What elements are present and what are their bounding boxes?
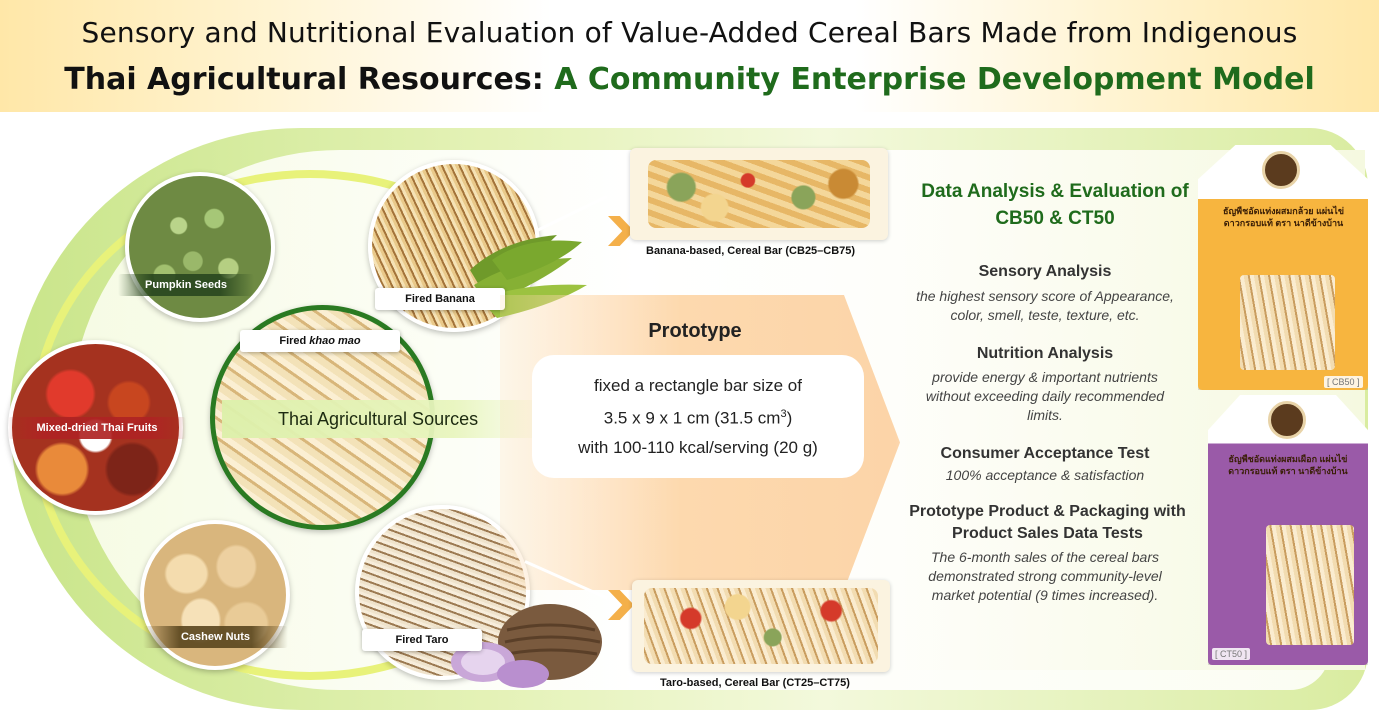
evaluation-heading-line1: Data Analysis & Evaluation of	[921, 181, 1189, 202]
title-black-part: Thai Agricultural Resources:	[64, 62, 555, 97]
banana-bar-caption: Banana-based, Cereal Bar (CB25–CB75)	[646, 245, 856, 257]
consumer-acceptance-desc: 100% acceptance & satisfaction	[945, 467, 1145, 483]
sales-test-desc: The 6-month sales of the cereal bars dem…	[890, 548, 1200, 605]
brand-logo-icon	[1262, 151, 1300, 189]
cashew-nuts-label: Cashew Nuts	[143, 626, 288, 648]
poster-title-line1: Sensory and Nutritional Evaluation of Va…	[81, 16, 1298, 49]
nutrition-analysis-title: Nutrition Analysis	[976, 345, 1114, 362]
brand-logo-icon	[1268, 401, 1306, 439]
sales-desc-line2: demonstrated strong community-level	[928, 568, 1162, 584]
sales-title-line1: Prototype Product & Packaging with	[909, 503, 1186, 520]
fired-banana-label: Fired Banana	[375, 288, 505, 310]
cb50-package-thai-text: ธัญพืชอัดแท่งผสมกล้วย แผ่นไข่ดาวกรอบแท้ …	[1223, 206, 1344, 228]
sensory-analysis-title: Sensory Analysis	[978, 263, 1112, 280]
prototype-line3: with 100-110 kcal/serving (20 g)	[578, 437, 818, 457]
banana-bar-texture	[648, 160, 870, 228]
sensory-analysis-desc: the highest sensory score of Appearance,…	[890, 287, 1200, 325]
fired-taro-label: Fired Taro	[362, 629, 482, 651]
cb50-tag: [ CB50 ]	[1324, 376, 1363, 388]
prototype-spec-box: fixed a rectangle bar size of 3.5 x 9 x …	[532, 355, 864, 478]
prototype-line2-close: )	[786, 408, 793, 428]
evaluation-heading-line2: CB50 & CT50	[995, 208, 1115, 229]
ct50-package-window	[1266, 525, 1354, 645]
khao-mao-label: Fired khao mao	[240, 330, 400, 352]
taro-bar-texture	[644, 588, 878, 664]
prototype-line1: fixed a rectangle bar size of	[594, 376, 802, 395]
sales-test-title: Prototype Product & Packaging with Produ…	[885, 501, 1210, 545]
ct50-package-image: ธัญพืชอัดแท่งผสมเผือก แผ่นไข่ดาวกรอบแท้ …	[1208, 395, 1368, 665]
prototype-title: Prototype	[648, 320, 742, 342]
nutrition-analysis-desc: provide energy & important nutrients wit…	[890, 368, 1200, 425]
sensory-desc-line2: color, smell, teste, texture, etc.	[950, 307, 1140, 323]
khao-mao-label-italic: khao mao	[309, 335, 361, 347]
sales-desc-line3: market potential (9 times increased).	[931, 587, 1159, 603]
thai-agricultural-sources-label: Thai Agricultural Sources	[222, 400, 552, 438]
cb50-package-window	[1240, 275, 1335, 370]
ct50-package-thai-text: ธัญพืชอัดแท่งผสมเผือก แผ่นไข่ดาวกรอบแท้ …	[1228, 454, 1348, 476]
mixed-dried-fruits-label: Mixed-dried Thai Fruits	[8, 417, 186, 439]
prototype-line2: 3.5 x 9 x 1 cm (31.5 cm3)	[532, 400, 864, 433]
nutrition-desc-line1: provide energy & important nutrients	[932, 369, 1158, 385]
taro-bar-caption: Taro-based, Cereal Bar (CT25–CT75)	[660, 677, 850, 689]
taro-cereal-bar-image	[632, 580, 890, 672]
sensory-desc-line1: the highest sensory score of Appearance,	[916, 288, 1174, 304]
evaluation-heading: Data Analysis & Evaluation of CB50 & CT5…	[900, 178, 1210, 232]
consumer-acceptance-title: Consumer Acceptance Test	[940, 445, 1150, 462]
khao-mao-label-prefix: Fired	[279, 335, 310, 347]
poster-title-line2: Thai Agricultural Resources: A Community…	[0, 62, 1379, 97]
title-band	[0, 0, 1379, 112]
pumpkin-seeds-label: Pumpkin Seeds	[118, 274, 254, 296]
cb50-package-image: ธัญพืชอัดแท่งผสมกล้วย แผ่นไข่ดาวกรอบแท้ …	[1198, 145, 1368, 390]
nutrition-desc-line2: without exceeding daily recommended	[925, 388, 1165, 404]
nutrition-desc-line3: limits.	[1027, 407, 1063, 423]
pumpkin-seeds-image	[125, 172, 275, 322]
ct50-tag: [ CT50 ]	[1212, 648, 1251, 660]
prototype-line2-sup: 3	[780, 408, 787, 420]
taro-root-icon	[451, 604, 602, 688]
sales-desc-line1: The 6-month sales of the cereal bars	[930, 549, 1159, 565]
banana-cereal-bar-image	[630, 148, 888, 240]
sales-title-line2: Product Sales Data Tests	[952, 525, 1143, 542]
title-green-part: A Community Enterprise Development Model	[554, 62, 1315, 97]
prototype-line2-main: 3.5 x 9 x 1 cm (31.5 cm	[603, 408, 781, 428]
